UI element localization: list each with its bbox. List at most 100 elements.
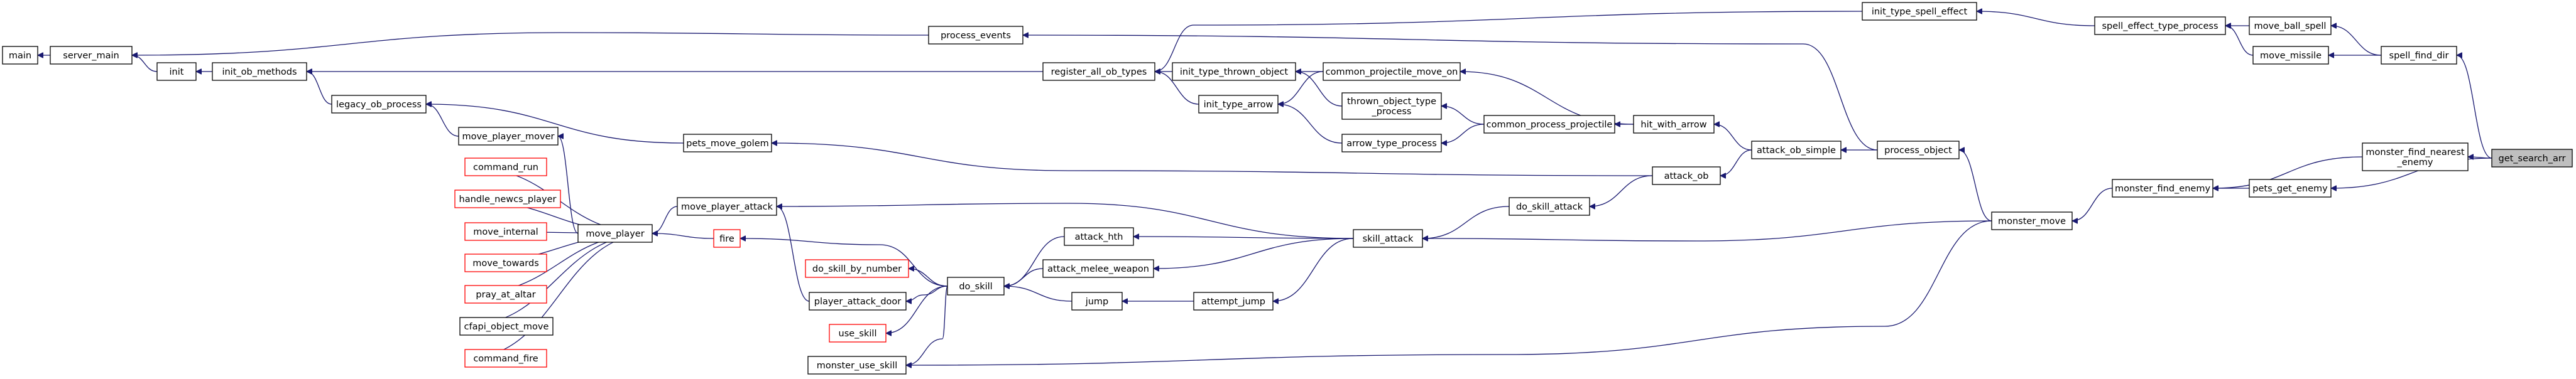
node-box[interactable] — [1877, 141, 1960, 159]
node-common-projectile-move-on[interactable]: common_projectile_move_on — [1323, 62, 1461, 81]
node-monster-move[interactable]: monster_move — [1991, 211, 2073, 230]
node-box[interactable] — [454, 190, 561, 208]
node-box[interactable] — [50, 46, 133, 65]
node-box[interactable] — [1341, 92, 1442, 120]
node-box[interactable] — [2249, 16, 2332, 35]
node-do-skill-attack[interactable]: do_skill_attack — [1509, 197, 1590, 216]
node-move-ball-spell[interactable]: move_ball_spell — [2249, 16, 2332, 35]
node-box[interactable] — [713, 229, 741, 248]
node-legacy-ob-process[interactable]: legacy_ob_process — [331, 95, 427, 114]
node-box[interactable] — [1071, 292, 1123, 311]
node-do-skill[interactable]: do_skill — [947, 277, 1005, 296]
node-box[interactable] — [1862, 2, 1977, 21]
node-handle-newcs-player[interactable]: handle_newcs_player — [454, 190, 561, 208]
node-fire[interactable]: fire — [713, 229, 741, 248]
node-box[interactable] — [464, 254, 547, 272]
node-box[interactable] — [1042, 259, 1154, 278]
node-box[interactable] — [459, 317, 554, 336]
node-box[interactable] — [212, 62, 307, 81]
node-box[interactable] — [2381, 46, 2457, 65]
node-box[interactable] — [156, 62, 197, 81]
node-monster-find-enemy[interactable]: monster_find_enemy — [2112, 179, 2213, 198]
node-use-skill[interactable]: use_skill — [829, 324, 887, 343]
node-attack-ob-simple[interactable]: attack_ob_simple — [1751, 141, 1842, 159]
node-move-player-attack[interactable]: move_player_attack — [677, 197, 777, 216]
node-spell-effect-type-process[interactable]: spell_effect_type_process — [2094, 16, 2226, 35]
node-move-towards[interactable]: move_towards — [464, 254, 547, 272]
node-box[interactable] — [2249, 179, 2332, 198]
node-skill-attack[interactable]: skill_attack — [1353, 229, 1423, 248]
node-box[interactable] — [809, 292, 907, 311]
node-box[interactable] — [1193, 292, 1274, 311]
node-box[interactable] — [2491, 149, 2573, 168]
node-box[interactable] — [464, 349, 547, 368]
node-box[interactable] — [1652, 166, 1721, 185]
node-box[interactable] — [331, 95, 427, 114]
node-pets-get-enemy[interactable]: pets_get_enemy — [2249, 179, 2332, 198]
node-box[interactable] — [2, 46, 38, 65]
node-cfapi-object-move[interactable]: cfapi_object_move — [459, 317, 554, 336]
node-box[interactable] — [577, 224, 653, 243]
node-box[interactable] — [2094, 16, 2226, 35]
node-process-events[interactable]: process_events — [928, 26, 1023, 45]
node-box[interactable] — [677, 197, 777, 216]
node-box[interactable] — [683, 134, 772, 152]
node-box[interactable] — [1509, 197, 1590, 216]
node-box[interactable] — [805, 259, 909, 278]
node-box[interactable] — [1064, 227, 1134, 246]
node-common-process-projectile[interactable]: common_process_projectile — [1483, 115, 1615, 134]
node-box[interactable] — [464, 157, 547, 176]
node-monster-find-nearest-enemy[interactable]: monster_find_nearest_enemy — [2362, 142, 2469, 171]
node-box[interactable] — [1483, 115, 1615, 134]
node-arrow-type-process[interactable]: arrow_type_process — [1341, 134, 1442, 152]
node-box[interactable] — [464, 285, 547, 304]
node-box[interactable] — [2112, 179, 2213, 198]
node-init-type-arrow[interactable]: init_type_arrow — [1198, 95, 1279, 114]
node-init-ob-methods[interactable]: init_ob_methods — [212, 62, 307, 81]
node-pets-move-golem[interactable]: pets_move_golem — [683, 134, 772, 152]
node-hit-with-arrow[interactable]: hit_with_arrow — [1633, 115, 1715, 134]
node-box[interactable] — [1751, 141, 1842, 159]
node-init-type-spell-effect[interactable]: init_type_spell_effect — [1862, 2, 1977, 21]
node-box[interactable] — [829, 324, 887, 343]
node-box[interactable] — [2252, 46, 2329, 65]
node-box[interactable] — [1198, 95, 1279, 114]
node-move-player-mover[interactable]: move_player_mover — [458, 127, 559, 146]
node-attack-melee-weapon[interactable]: attack_melee_weapon — [1042, 259, 1154, 278]
node-box[interactable] — [1633, 115, 1715, 134]
node-do-skill-by-number[interactable]: do_skill_by_number — [805, 259, 909, 278]
node-init-type-thrown-object[interactable]: init_type_thrown_object — [1172, 62, 1296, 81]
node-box[interactable] — [1991, 211, 2073, 230]
node-register-all-ob-types[interactable]: register_all_ob_types — [1042, 62, 1155, 81]
node-command-fire[interactable]: command_fire — [464, 349, 547, 368]
node-move-internal[interactable]: move_internal — [464, 222, 547, 241]
node-box[interactable] — [2362, 142, 2469, 171]
node-pray-at-altar[interactable]: pray_at_altar — [464, 285, 547, 304]
node-player-attack-door[interactable]: player_attack_door — [809, 292, 907, 311]
node-get-search-arr[interactable]: get_search_arr — [2491, 149, 2573, 168]
node-attack-ob[interactable]: attack_ob — [1652, 166, 1721, 185]
node-thrown-object-type-process[interactable]: thrown_object_type_process — [1341, 92, 1442, 120]
node-box[interactable] — [1042, 62, 1155, 81]
node-move-player[interactable]: move_player — [577, 224, 653, 243]
node-box[interactable] — [928, 26, 1023, 45]
node-main[interactable]: main — [2, 46, 38, 65]
node-server-main[interactable]: server_main — [50, 46, 133, 65]
node-command-run[interactable]: command_run — [464, 157, 547, 176]
node-box[interactable] — [1323, 62, 1461, 81]
node-box[interactable] — [464, 222, 547, 241]
node-jump[interactable]: jump — [1071, 292, 1123, 311]
node-attack-hth[interactable]: attack_hth — [1064, 227, 1134, 246]
node-process-object[interactable]: process_object — [1877, 141, 1960, 159]
node-init[interactable]: init — [156, 62, 197, 81]
node-monster-use-skill[interactable]: monster_use_skill — [807, 356, 907, 375]
node-box[interactable] — [1172, 62, 1296, 81]
node-move-missile[interactable]: move_missile — [2252, 46, 2329, 65]
node-box[interactable] — [1341, 134, 1442, 152]
node-box[interactable] — [807, 356, 907, 375]
node-attempt-jump[interactable]: attempt_jump — [1193, 292, 1274, 311]
node-spell-find-dir[interactable]: spell_find_dir — [2381, 46, 2457, 65]
node-box[interactable] — [1353, 229, 1423, 248]
node-box[interactable] — [458, 127, 559, 146]
node-box[interactable] — [947, 277, 1005, 296]
